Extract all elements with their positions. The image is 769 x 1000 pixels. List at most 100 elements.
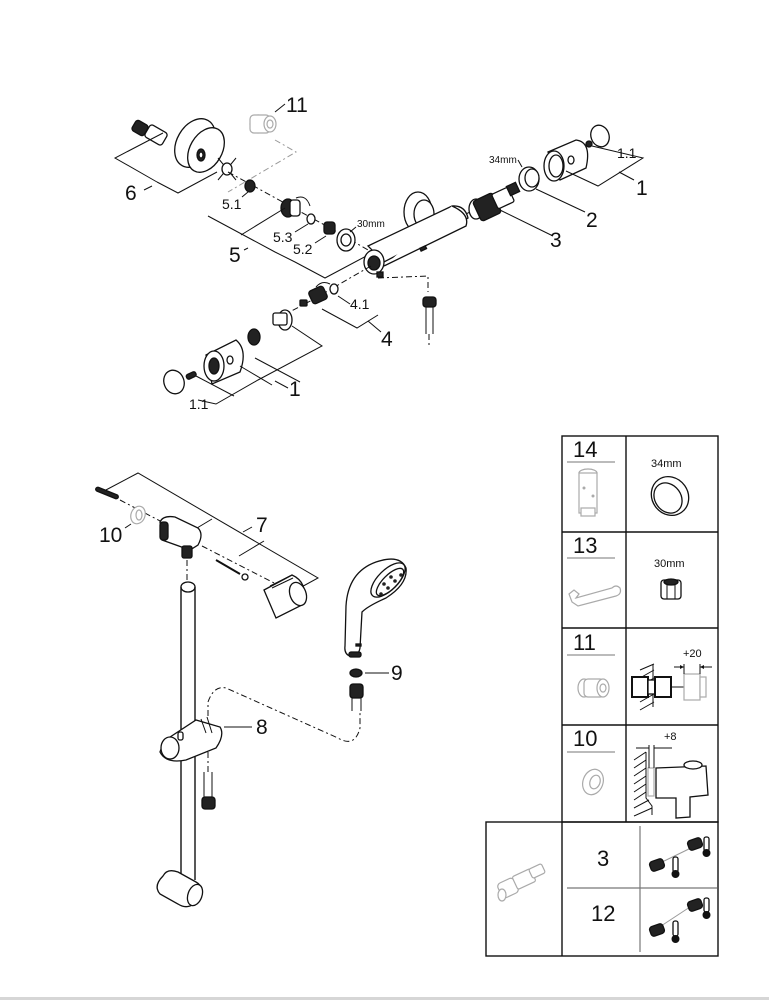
leader-4 [367,320,382,333]
callout-7: 7 [256,514,268,537]
detail-label-plus-20: +20 [683,648,702,660]
leader-5 [243,247,249,251]
wrench-13-illustration [568,585,622,607]
callout-5-3: 5.3 [273,229,293,245]
callout-4-1: 4.1 [350,296,370,312]
oring-5-3-illustration [306,213,316,225]
detail-label-plus-8: +8 [664,731,677,743]
leader-1-left [274,380,289,389]
extension-11-illustration [577,678,610,698]
spacer-10-illustration [130,505,146,525]
table-row-11: 11 +20 [567,630,712,711]
leader-7 [242,526,253,533]
hand-shower-illustration [344,558,407,658]
wall-bracket-illustration [159,515,202,559]
leader-5-1 [241,191,249,198]
callout-1-right: 1 [636,177,648,200]
axis-line-hose [377,275,429,292]
leader-11 [274,103,286,113]
bracket-5 [207,215,371,279]
bracket-1-left [197,325,323,405]
gasket-5-1-illustration [244,179,256,193]
washer-9-illustration [349,668,363,678]
leader-5-2 [314,235,327,244]
table-row-10: 10 +8 [567,726,709,819]
screw-long-illustration [215,559,241,575]
nut-30mm-illustration [336,228,356,252]
leader-5-3 [294,223,309,233]
nut-34mm-illustration [650,475,690,517]
temperature-cartridge-3-illustration [648,836,711,878]
cap-1-1-left-illustration [163,369,185,395]
dash-line-11 [227,139,297,193]
thermostat-cartridge-3-illustration [468,181,521,222]
bracket-7 [103,472,320,591]
handle-1-right-illustration [543,139,589,182]
bracket-5-top [240,207,286,236]
cartridge-3-12-illustration [497,863,546,902]
callout-34mm: 34mm [489,155,517,166]
extension-piece-11-illustration [249,114,277,134]
bracket-6 [113,132,164,183]
leader-3 [499,209,554,237]
bracket-1-left-d [195,375,235,397]
callout-5-1: 5.1 [222,196,242,212]
spacer-dimension-illustration [633,745,709,819]
screw-1-1-left-illustration [185,371,197,380]
axis-line-3 [465,206,481,215]
nut-30mm-table-illustration [660,578,682,600]
table-row-14: 14 34mm [567,437,690,517]
ring-2-illustration [518,166,540,192]
diverter-4-illustration [299,282,339,307]
table-row-cartridge-12: 12 [591,897,711,943]
leader-1-right [618,171,635,181]
connector-6-illustration [131,118,225,173]
axis-line-cover [201,545,281,587]
callout-3: 3 [550,229,562,252]
callout-2: 2 [586,209,598,232]
extension-dimension-illustration [631,663,712,711]
screw-top-illustration [95,486,119,500]
callout-1-left: 1 [289,378,301,401]
callout-11-top: 11 [286,94,308,117]
filter-5-2-illustration [323,221,336,235]
callout-9: 9 [391,662,403,685]
page-bottom-border [0,997,769,1000]
part-number-13: 13 [573,533,597,558]
hose-end-hand-illustration [349,683,364,711]
lower-assembly: 7 10 [95,472,407,908]
leader-10 [124,523,132,529]
part-number-11: 11 [573,630,596,655]
seal-star-illustration [217,157,237,181]
callout-30mm: 30mm [357,219,385,230]
upper-assembly: 11 6 [113,94,648,412]
shower-hose-line [207,687,361,742]
bracket-1-left-b [254,357,301,383]
callout-8: 8 [256,716,268,739]
callout-10: 10 [99,524,122,547]
bracket-4 [321,308,379,329]
screw-1-1-right-illustration [585,140,593,148]
part-number-14: 14 [573,437,597,462]
part-number-12: 12 [591,901,615,926]
leader-30mm [349,226,357,233]
callout-5-2: 5.2 [293,241,313,257]
bracket-1-left-c [239,365,273,386]
callout-1-1-left: 1.1 [189,396,209,412]
mixer-body-illustration [363,191,469,278]
callout-1-1-right: 1.1 [617,145,637,161]
slider-8-illustration [159,716,223,762]
cartridge-tool-14-illustration [578,468,598,517]
screw-long-head-illustration [241,573,249,581]
leader-4-1 [337,295,351,305]
cover-cap-illustration [263,574,308,619]
temperature-cartridge-12-illustration [648,897,711,943]
callout-6: 6 [125,182,137,205]
table-row-13: 13 30mm [567,533,685,607]
hose-end-lower-illustration [201,772,216,810]
detail-label-34mm: 34mm [651,458,682,470]
callout-5: 5 [229,244,241,267]
leader-2 [535,188,586,213]
callout-4: 4 [381,328,393,351]
leader-34mm [517,159,523,168]
